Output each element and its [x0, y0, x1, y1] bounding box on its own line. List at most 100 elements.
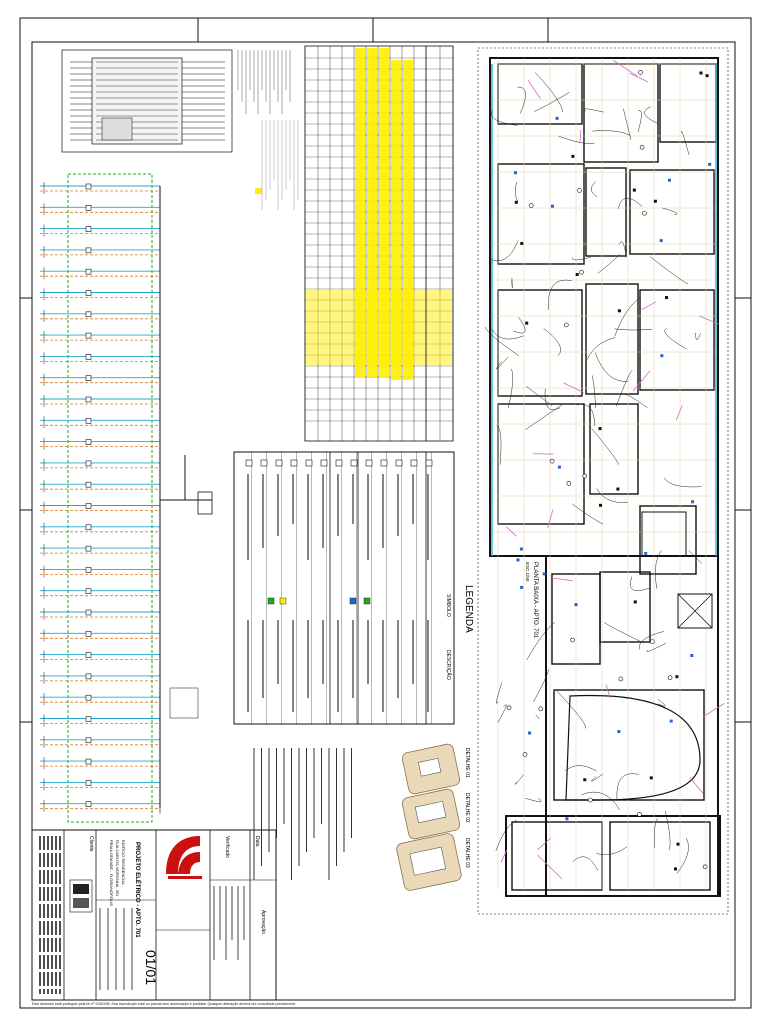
- detail-03: DETALHE 03: [396, 832, 470, 891]
- switch-symbol: [551, 205, 554, 208]
- circuit-breaker-symbol: [86, 291, 91, 296]
- circuit-breaker-symbol: [86, 397, 91, 402]
- outlet-symbol: [564, 323, 568, 327]
- outlet-symbol: [668, 676, 672, 680]
- legend-symbol: [276, 460, 282, 466]
- switch-symbol: [617, 730, 620, 733]
- circuit-breaker-symbol: [86, 610, 91, 615]
- switch-symbol: [691, 500, 694, 503]
- switch-symbol: [565, 817, 568, 820]
- owner-info: EDIFÍCIO RESIDENCIAL RUA CARLOS NORONHA,…: [109, 840, 126, 906]
- detail-02: DETALHE 02: [401, 788, 470, 840]
- circuit-breaker-symbol: [86, 227, 91, 232]
- plan-scale: ESC 1/50: [525, 562, 530, 582]
- switch-symbol: [690, 654, 693, 657]
- outlet-symbol: [703, 865, 707, 869]
- switch-symbol: [520, 242, 523, 245]
- switch-symbol: [654, 200, 657, 203]
- legend-color-symbol: [268, 598, 274, 604]
- outlet-symbol: [567, 481, 571, 485]
- owner-line-1: EDIFÍCIO RESIDENCIAL: [121, 840, 126, 886]
- company-logo: [160, 832, 204, 880]
- legend-col-description: DESCRIÇÃO: [445, 650, 452, 680]
- sheet-number: 01/01: [143, 950, 159, 985]
- switch-symbol: [660, 354, 663, 357]
- circuit-breaker-symbol: [86, 376, 91, 381]
- outlet-symbol: [577, 188, 581, 192]
- switch-symbol: [520, 548, 523, 551]
- client-label: Cliente: [88, 836, 94, 852]
- detail-label-1: DETALHE 01: [464, 748, 470, 778]
- switch-symbol: [634, 600, 637, 603]
- switch-symbol: [571, 155, 574, 158]
- circuit-breaker-symbol: [86, 269, 91, 274]
- switch-symbol: [520, 586, 523, 589]
- circuit-breaker-symbol: [86, 184, 91, 189]
- legend-symbol: [366, 460, 372, 466]
- legend-title: LEGENDA: [463, 585, 474, 633]
- wiring-path: [496, 683, 501, 704]
- circuit-breaker-symbol: [86, 631, 91, 636]
- outlet-symbol: [637, 812, 641, 816]
- wiring-path: [498, 705, 507, 723]
- circuit-breaker-symbol: [86, 695, 91, 700]
- outlet-symbol: [523, 753, 527, 757]
- project-title: PROJETO ELÉTRICO - APTO. 701: [134, 842, 142, 938]
- switch-symbol: [644, 552, 647, 555]
- circuit-breaker-symbol: [86, 482, 91, 487]
- detail-label-2: DETALHE 02: [464, 793, 470, 823]
- switch-symbol: [674, 867, 677, 870]
- detail-label-3: DETALHE 03: [464, 838, 470, 868]
- general-notes: [254, 748, 352, 880]
- detail-01: DETALHE 01: [401, 743, 470, 795]
- single-line-diagram: [40, 174, 212, 822]
- switch-symbol: [675, 675, 678, 678]
- circuit-breaker-symbol: [86, 461, 91, 466]
- switch-symbol: [708, 163, 711, 166]
- highlighted-block: [306, 290, 452, 365]
- outlet-symbol: [583, 474, 587, 478]
- outlet-symbol: [642, 211, 646, 215]
- switch-symbol: [660, 239, 663, 242]
- switch-symbol: [618, 309, 621, 312]
- circuit-breaker-symbol: [86, 440, 91, 445]
- circuit-breaker-symbol: [86, 205, 91, 210]
- verified-label: Verificado: [224, 836, 230, 858]
- switch-symbol: [525, 322, 528, 325]
- circuit-breaker-symbol: [86, 780, 91, 785]
- legend-symbol: [396, 460, 402, 466]
- switchboard-diagram: [62, 50, 232, 152]
- legend-symbol: [426, 460, 432, 466]
- circuit-breaker-symbol: [86, 312, 91, 317]
- circuit-breaker-symbol: [86, 802, 91, 807]
- switch-symbol: [514, 171, 517, 174]
- switch-symbol: [599, 504, 602, 507]
- approval-label: Aprovação: [260, 910, 266, 934]
- circuit-breaker-symbol: [86, 525, 91, 530]
- data-wiring: [536, 715, 540, 720]
- date-label: Data: [254, 836, 260, 847]
- circuit-breaker-symbol: [86, 759, 91, 764]
- switch-symbol: [528, 731, 531, 734]
- legend-color-symbol: [350, 598, 356, 604]
- switch-symbol: [665, 296, 668, 299]
- circuit-breaker-symbol: [86, 418, 91, 423]
- switch-symbol: [616, 488, 619, 491]
- circuit-breaker-symbol: [86, 567, 91, 572]
- legend-symbol: [336, 460, 342, 466]
- switch-symbol: [599, 427, 602, 430]
- outlet-symbol: [619, 677, 623, 681]
- outlet-symbol: [539, 707, 543, 711]
- floor-plan: PLANTA BAIXA - APTO. 701 ESC 1/50: [478, 48, 728, 914]
- switch-symbol: [543, 572, 546, 575]
- switch-symbol: [583, 778, 586, 781]
- main-breaker: [102, 118, 132, 140]
- circuit-breaker-symbol: [86, 354, 91, 359]
- switch-symbol: [668, 179, 671, 182]
- switch-symbol: [516, 558, 519, 561]
- legend-color-symbol: [280, 598, 286, 604]
- outlet-symbol: [588, 798, 592, 802]
- circuit-breaker-symbol: [86, 333, 91, 338]
